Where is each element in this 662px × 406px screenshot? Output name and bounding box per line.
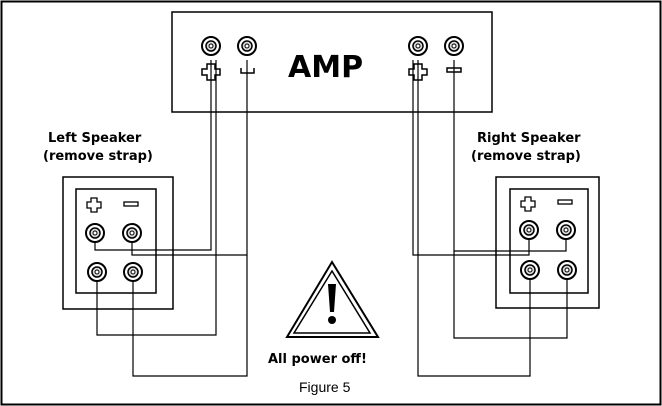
wire-right-positive-lower (417, 60, 531, 377)
left-speaker-minus-symbol (123, 201, 139, 207)
right-speaker-plus-symbol (520, 196, 536, 212)
left-speaker-title: Left Speaker (48, 131, 142, 146)
exclamation-dot (328, 316, 336, 324)
left-speaker-plus-symbol (86, 197, 102, 213)
wire-right-negative-upper (453, 60, 567, 252)
amp-right-positive-jack (408, 36, 428, 56)
amp-label: AMP (288, 50, 363, 85)
left-speaker (62, 176, 174, 310)
left-speaker-bottom-negative-jack (123, 262, 143, 282)
left-speaker-bottom-positive-jack (87, 262, 107, 282)
wire-left-negative-upper (131, 60, 248, 256)
right-speaker-subtitle: (remove strap) (471, 149, 581, 164)
amp-unit: AMP (171, 11, 493, 113)
left-speaker-subtitle: (remove strap) (43, 149, 153, 164)
amp-box (171, 11, 493, 113)
wires (94, 60, 568, 377)
right-speaker-top-negative-jack (556, 220, 576, 240)
right-speaker (495, 176, 600, 309)
wire-left-positive-upper (94, 60, 212, 251)
amp-left-positive-jack (201, 36, 221, 56)
wire-right-negative-lower (453, 251, 568, 339)
right-speaker-bottom-negative-jack (557, 260, 577, 280)
left-speaker-top-negative-jack (122, 223, 142, 243)
right-speaker-bottom-positive-jack (520, 260, 540, 280)
wire-left-negative-lower (132, 255, 248, 377)
right-speaker-top-positive-jack (519, 220, 539, 240)
wire-right-positive-upper (412, 60, 530, 256)
exclamation-icon (328, 284, 336, 312)
amp-left-negative-jack (237, 36, 257, 56)
left-speaker-top-positive-jack (85, 223, 105, 243)
figure-caption: Figure 5 (299, 379, 351, 395)
warning-sign (285, 260, 380, 338)
right-speaker-title: Right Speaker (477, 131, 581, 146)
right-speaker-minus-symbol (557, 199, 573, 205)
wire-left-positive-lower (96, 60, 217, 336)
amp-right-negative-jack (444, 36, 464, 56)
warning-text: All power off! (268, 352, 367, 367)
